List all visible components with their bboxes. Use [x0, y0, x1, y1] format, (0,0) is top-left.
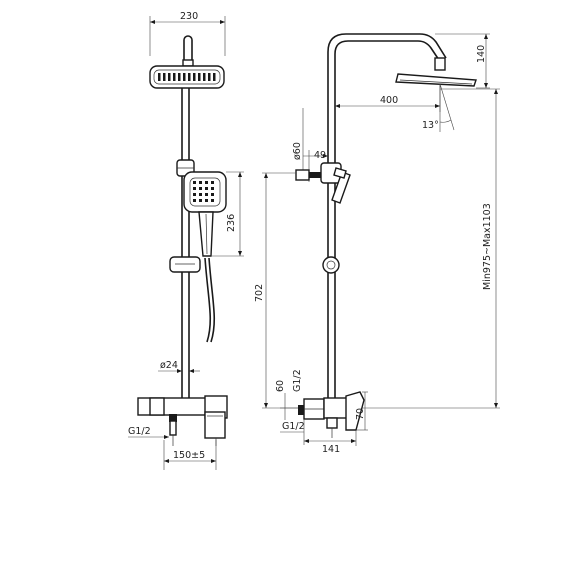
mixer-side — [323, 391, 365, 438]
pipe-diameter-label: ø24 — [160, 360, 178, 371]
bracket-dimensions: ø60 49 — [292, 108, 328, 182]
slider-holder-front — [169, 256, 201, 273]
front-view: 230 — [128, 11, 244, 470]
hand-shower-side — [331, 167, 351, 204]
hand-shower-front — [183, 171, 227, 257]
arm-reach-dimension: 400 — [335, 84, 441, 112]
bracket-diameter-label: ø60 — [292, 142, 303, 160]
hand-shower-height-label: 236 — [226, 214, 237, 232]
inlet-height-label: 60 — [275, 380, 286, 392]
riser-and-arm-side — [327, 33, 447, 398]
mixer-depth-dimension: 141 — [304, 430, 357, 455]
mixer-height-label: 70 — [355, 408, 366, 420]
inlet-thread-lower-label: G1/2 — [282, 421, 305, 432]
mixer-height-dimension: 70 — [355, 391, 368, 431]
shower-hose-front — [204, 257, 216, 343]
inlet-thread-lower-callout: G1/2 — [280, 419, 305, 445]
inlet-thread-callout: G1/2 — [128, 426, 169, 439]
shower-arm-front — [182, 35, 194, 67]
inlet-connector-left — [169, 414, 177, 446]
inlet-thread-upper-label: G1/2 — [292, 369, 303, 392]
head-width-label: 230 — [180, 11, 198, 22]
overhead-shower-head-side — [395, 57, 477, 87]
wall-inlet-side — [298, 398, 325, 420]
overhead-shower-head-front — [149, 65, 225, 89]
bracket-offset-label: 49 — [314, 150, 326, 161]
mixer-depth-label: 141 — [322, 444, 340, 455]
rail-height-label: 702 — [254, 284, 265, 302]
slider-knob-side — [322, 256, 340, 274]
side-view: 140 400 13° ø60 49 — [254, 33, 500, 455]
riser-pipe-front — [181, 88, 190, 398]
head-tilt-label: 13° — [422, 120, 439, 131]
arm-reach-label: 400 — [380, 95, 398, 106]
head-drop-label: 140 — [476, 45, 487, 63]
inlet-thread-label: G1/2 — [128, 426, 151, 437]
head-drop-dimension: 140 — [435, 33, 490, 89]
centres-dimension: 150±5 — [163, 440, 217, 470]
head-tilt-angle: 13° — [422, 83, 455, 132]
total-height-dimension: Min975~Max1103 — [360, 88, 500, 409]
total-height-label: Min975~Max1103 — [482, 203, 493, 290]
thermostatic-mixer-front — [137, 395, 228, 439]
hand-shower-height-dimension: 236 — [212, 171, 244, 257]
head-width-dimension: 230 — [149, 11, 226, 56]
centres-label: 150±5 — [173, 450, 205, 461]
pipe-diameter-dimension: ø24 — [158, 360, 200, 373]
